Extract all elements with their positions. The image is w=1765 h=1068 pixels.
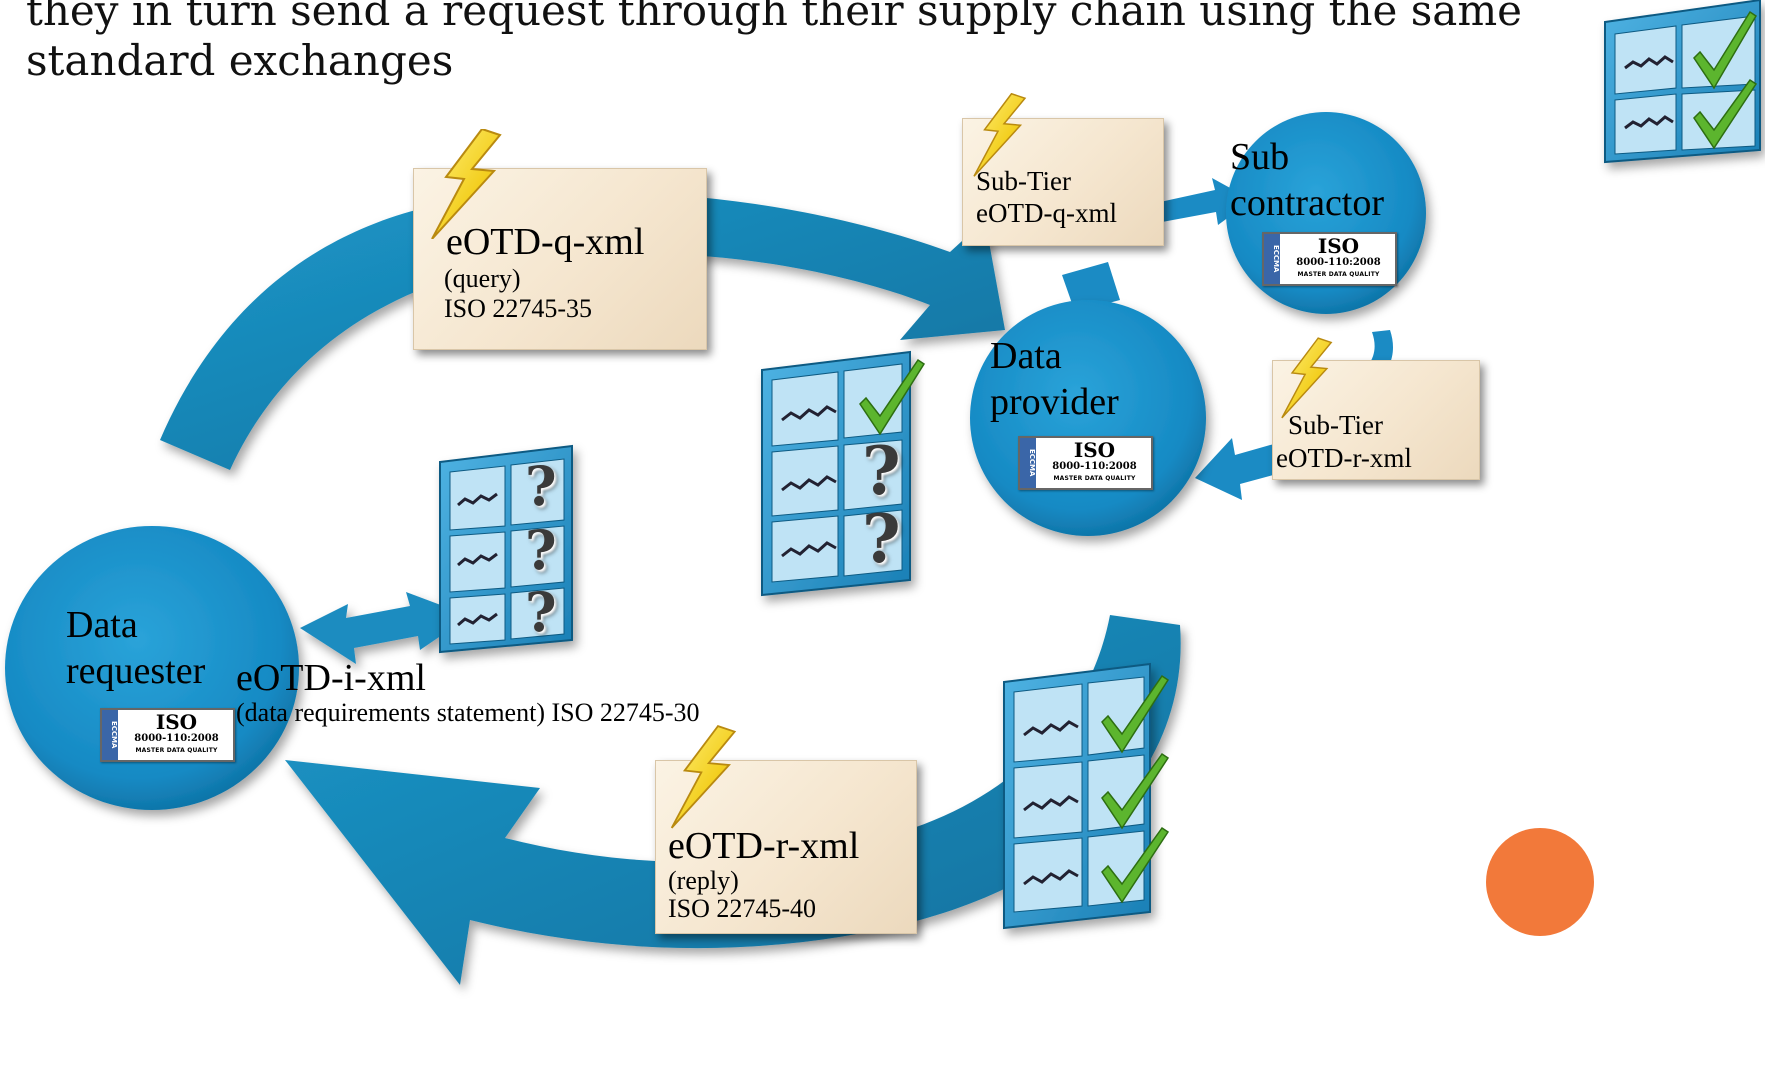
iso-badge-side: ECCMA	[1264, 234, 1280, 284]
iso-badge-standard: 8000-110:2008	[1052, 461, 1137, 472]
lightning-icon	[973, 93, 1027, 177]
iso-badge-standard: 8000-110:2008	[1296, 257, 1381, 268]
form-left	[439, 444, 573, 654]
iso-badge-caption: MASTER DATA QUALITY	[1053, 475, 1136, 482]
query-arc-arrow	[160, 192, 1005, 470]
subtier-query-line1: Sub-Tier	[976, 166, 1072, 196]
query-type: (query)	[444, 264, 521, 293]
check-icon	[1101, 674, 1170, 754]
iso-badge: ECCMA ISO 8000-110:2008 MASTER DATA QUAL…	[100, 708, 235, 762]
header-text: they in turn send a request through thei…	[26, 0, 1523, 85]
iso-badge: ECCMA ISO 8000-110:2008 MASTER DATA QUAL…	[1018, 436, 1153, 490]
form-top-right	[1604, 0, 1761, 164]
check-icon	[859, 358, 926, 436]
sub-contractor-label: Sub contractor	[1230, 136, 1385, 224]
reply-type: (reply)	[668, 866, 739, 895]
bidirectional-arrow	[300, 592, 470, 664]
reply-message-card[interactable]: eOTD-r-xml (reply) ISO 22745-40	[655, 725, 917, 934]
iso-badge-title: ISO	[1317, 234, 1360, 258]
lightning-icon	[670, 725, 737, 829]
subtier-reply-card[interactable]: Sub-Tier eOTD-r-xml	[1272, 337, 1480, 480]
identification-description: (data requirements statement) ISO 22745-…	[236, 698, 700, 727]
data-requester-label: Data requester	[66, 604, 206, 692]
subtier-reply-line2: eOTD-r-xml	[1276, 443, 1412, 473]
question-mark-icon: ?	[525, 580, 557, 644]
accent-circle	[1486, 828, 1594, 936]
data-provider-label: Data provider	[990, 335, 1119, 423]
subtier-query-line2: eOTD-q-xml	[976, 198, 1117, 228]
to-provider-arrow	[1195, 438, 1292, 500]
iso-badge-title: ISO	[1073, 438, 1116, 462]
query-title: eOTD-q-xml	[446, 221, 645, 263]
reply-standard: ISO 22745-40	[668, 894, 817, 923]
iso-badge-side: ECCMA	[102, 710, 118, 760]
check-icon	[1101, 826, 1170, 904]
query-standard: ISO 22745-35	[444, 294, 593, 323]
provider-stem	[1062, 262, 1120, 312]
lightning-icon	[1281, 337, 1333, 419]
iso-badge-standard: 8000-110:2008	[134, 733, 219, 744]
iso-badge: ECCMA ISO 8000-110:2008 MASTER DATA QUAL…	[1262, 232, 1397, 286]
query-message-card[interactable]: eOTD-q-xml (query) ISO 22745-35	[413, 129, 707, 350]
question-mark-icon: ?	[525, 454, 557, 518]
lightning-icon	[431, 129, 502, 239]
check-icon	[1693, 78, 1758, 150]
iso-badge-side: ECCMA	[1020, 438, 1036, 488]
iso-badge-caption: MASTER DATA QUALITY	[1297, 271, 1380, 278]
check-icon	[1693, 10, 1758, 90]
reply-arc-arrow	[285, 615, 1181, 985]
question-mark-icon: ?	[525, 518, 557, 582]
identification-title: eOTD-i-xml	[236, 657, 426, 699]
iso-badge-caption: MASTER DATA QUALITY	[135, 747, 218, 754]
check-icon	[1101, 752, 1170, 830]
question-mark-icon: ?	[862, 500, 901, 578]
subtier-query-card[interactable]: Sub-Tier eOTD-q-xml	[962, 93, 1164, 246]
iso-badge-title: ISO	[155, 710, 198, 734]
question-mark-icon: ?	[862, 432, 901, 510]
subtier-reply-line1: Sub-Tier	[1288, 410, 1384, 440]
reply-title: eOTD-r-xml	[668, 825, 860, 867]
